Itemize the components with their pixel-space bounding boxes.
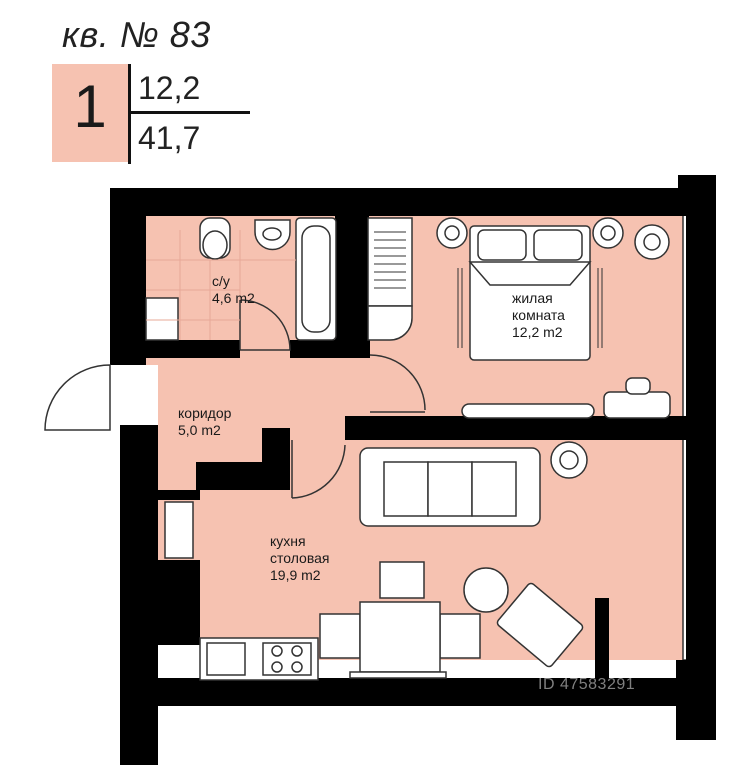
dining-set [319,561,481,679]
kitchen-lamp [550,441,588,479]
bathroom-tiles [146,230,296,340]
bed [468,225,592,361]
room-count: 1 [73,73,107,140]
bathroom-label: с/у 4,6 m2 [212,273,255,307]
kitchen-cabinet [164,501,194,559]
kitchen-label: кухня столовая 19,9 m2 [270,533,330,584]
living-area-value: 12,2 [138,70,201,106]
bed-rug [457,268,603,348]
round-stool [463,567,509,613]
nightstand-lamps [436,217,670,260]
bathroom-area: 4,6 m2 [212,290,255,306]
kitchen-counter [199,637,319,681]
stove-burners [271,645,303,673]
entrance-gap [110,365,158,425]
room-count-badge [52,64,128,162]
kitchen-name-line2: столовая [270,550,330,566]
apartment-title: кв. № 83 [62,14,211,55]
corridor-name: коридор [178,405,232,421]
entrance-door [44,364,111,431]
wardrobe-slats [374,231,406,289]
bedroom-name-line2: комната [512,307,565,323]
sofa [359,447,541,527]
walls [110,175,716,765]
watermark: ID 47583291 [538,676,636,693]
corridor-label: коридор 5,0 m2 [178,405,231,439]
armchair [496,582,584,668]
bathroom-door [239,299,291,351]
bathroom-fixtures [145,217,337,341]
bedroom-name-line1: жилая [512,290,553,306]
kitchen-area: 19,9 m2 [270,567,321,583]
badge-divider-horizontal [128,111,250,114]
bathroom-name: с/у [212,273,230,289]
bedroom-door [369,354,426,413]
bedroom-wardrobe [367,217,413,341]
badge-divider-vertical [128,64,131,164]
kitchen-name-line1: кухня [270,533,306,549]
bedroom-label: жилая комната 12,2 m2 [512,290,565,341]
total-area-value: 41,7 [138,120,201,156]
kitchen-door [291,440,346,499]
bedroom-desk [461,377,671,419]
corridor-area: 5,0 m2 [178,422,221,438]
bedroom-area: 12,2 m2 [512,324,563,340]
